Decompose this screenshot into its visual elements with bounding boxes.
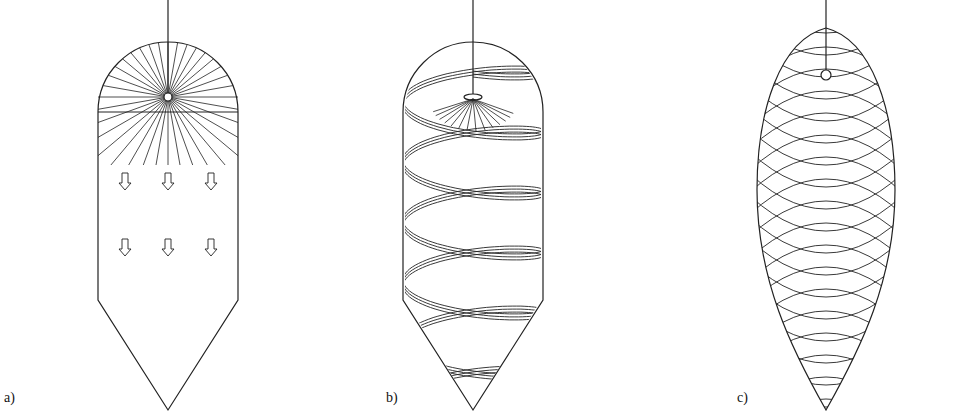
flow-ray (123, 59, 165, 95)
net-arc (740, 252, 912, 297)
net-arc (740, 135, 912, 180)
net-arc (740, 201, 912, 246)
fill-spout (821, 70, 831, 80)
fill-spout (164, 93, 172, 101)
net-arc (740, 164, 912, 209)
panel-label: a) (4, 391, 15, 405)
flow-ray (168, 42, 169, 93)
silo-b (403, 0, 543, 410)
net-arc (740, 399, 912, 414)
net-arc (740, 318, 912, 363)
down-arrow (119, 173, 131, 190)
net-arc (740, 113, 912, 158)
flow-ray (143, 101, 166, 165)
panel-label: c) (737, 391, 748, 405)
flow-ray (156, 101, 167, 165)
fill-pipe (472, 0, 473, 94)
fan-line (433, 99, 473, 112)
silo-c (740, 0, 912, 414)
fan-line (473, 99, 510, 117)
fan-line (459, 99, 474, 129)
flow-ray (111, 100, 165, 165)
flow-ray (170, 48, 196, 94)
flow-ray (172, 98, 238, 122)
flow-ray (98, 98, 164, 110)
net-arc (740, 311, 912, 356)
fan-line (473, 99, 500, 125)
down-arrow (205, 173, 217, 190)
flow-ray (171, 53, 206, 94)
down-arrow (162, 173, 174, 190)
net-arc (740, 340, 912, 385)
net-arc (740, 355, 912, 400)
fan-line (436, 99, 473, 116)
spiral-line (403, 72, 543, 383)
silo-outline (403, 42, 543, 410)
flow-ray (172, 98, 238, 110)
flow-ray (103, 86, 164, 97)
net-arc (740, 362, 912, 407)
net-arc (740, 157, 912, 202)
spiral-flow-lines (403, 66, 543, 383)
flow-ray (98, 100, 165, 156)
fan-line (467, 99, 473, 131)
net-arc (740, 267, 912, 312)
fill-pipe (167, 0, 168, 93)
fill-pipe (825, 0, 826, 70)
flow-ray (171, 100, 238, 156)
net-arc (740, 98, 912, 143)
flow-ray (169, 43, 178, 93)
flow-ray (169, 101, 192, 165)
flow-ray (98, 99, 165, 137)
flow-ray (115, 66, 165, 95)
fan-flow-lines (433, 99, 513, 132)
fan-line (473, 99, 513, 113)
down-arrow (162, 239, 174, 256)
down-arrow (119, 239, 131, 256)
flow-ray (170, 101, 207, 166)
flow-arrows (119, 173, 217, 256)
silo-outline (98, 42, 238, 410)
net-arc (740, 274, 912, 319)
net-flow-lines (740, 0, 912, 414)
flow-ray (168, 101, 169, 165)
spiral-line (403, 69, 543, 380)
flow-ray (98, 98, 164, 122)
flow-ray (171, 100, 226, 165)
flow-ray (171, 59, 213, 95)
net-arc (740, 179, 912, 224)
net-arc (740, 333, 912, 378)
net-arc (740, 289, 912, 334)
fan-line (473, 99, 493, 128)
flow-ray (169, 101, 180, 165)
flow-ray (172, 75, 228, 95)
net-arc (740, 76, 912, 121)
net-arc (740, 296, 912, 341)
spiral-line (403, 66, 543, 377)
fan-line (473, 99, 506, 121)
flow-ray (149, 45, 167, 94)
flow-ray (131, 53, 166, 94)
radial-flow-lines (98, 42, 238, 165)
silo-a (98, 0, 238, 410)
net-arc (740, 142, 912, 187)
net-arc (740, 120, 912, 165)
net-arc (740, 69, 912, 114)
flow-ray (129, 101, 166, 166)
net-arc (740, 223, 912, 268)
flow-ray (172, 97, 238, 98)
silo-outline (757, 28, 895, 410)
flow-ray (172, 99, 239, 137)
net-arc (740, 186, 912, 231)
net-arc (740, 208, 912, 253)
panel-label: b) (386, 391, 398, 405)
net-arc (740, 377, 912, 414)
flow-ray (98, 97, 164, 98)
net-arc (740, 91, 912, 136)
flow-ray (158, 43, 167, 93)
flow-ray (172, 86, 233, 97)
down-arrow (205, 239, 217, 256)
